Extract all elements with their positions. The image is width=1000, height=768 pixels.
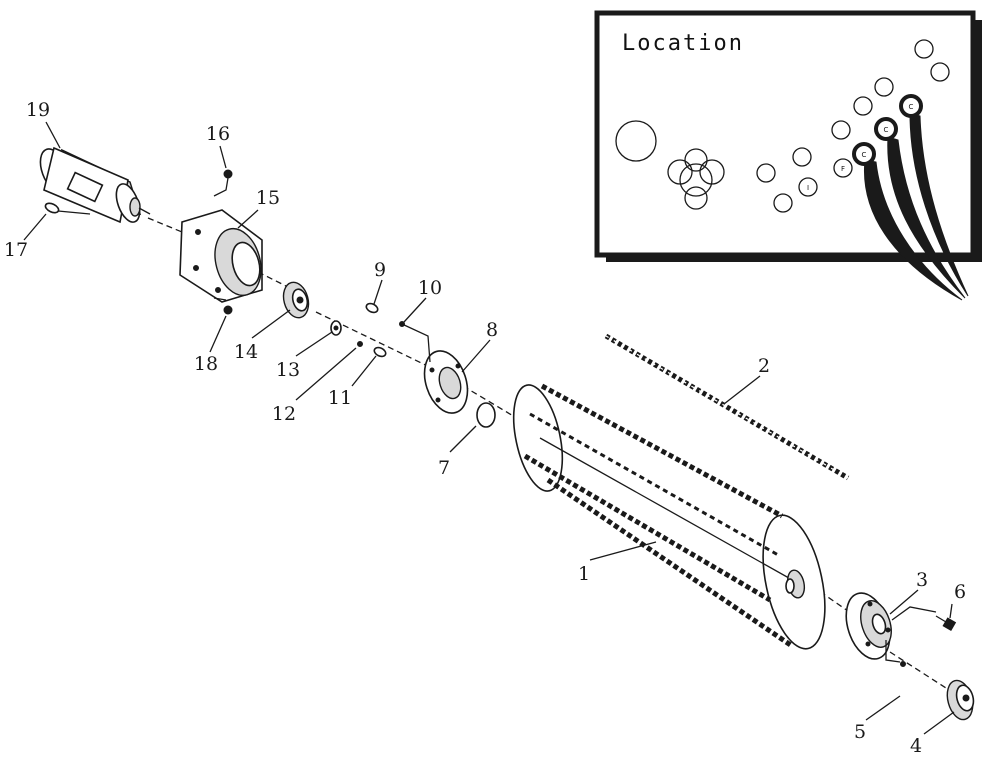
part-bolt-6: [935, 615, 957, 632]
location-inset: Location I F: [594, 10, 982, 301]
location-marker-c1: C: [862, 151, 867, 159]
callout-16: 16: [206, 123, 230, 145]
callout-13: 13: [276, 359, 300, 381]
part-motor: [39, 146, 151, 224]
callout-11: 11: [328, 387, 352, 409]
part-number-callouts: 1 2 3 4 5 6 7 8 9 10 11 12 13 14 15 16 1…: [4, 99, 966, 757]
location-marker-c2: C: [884, 126, 889, 134]
callout-17: 17: [4, 239, 28, 261]
part-housing: [179, 209, 263, 303]
leader-lines: [23, 121, 955, 735]
location-title: Location: [622, 31, 744, 56]
callout-3: 3: [916, 569, 928, 591]
callout-19: 19: [26, 99, 50, 121]
callout-5: 5: [854, 721, 866, 743]
location-marker-c3: C: [909, 103, 914, 111]
part-end-bearing-4: [946, 679, 975, 721]
callout-7: 7: [438, 457, 450, 479]
callout-15: 15: [256, 187, 280, 209]
callout-8: 8: [486, 319, 498, 341]
part-spiral-bar: [604, 333, 850, 481]
machine-layout-circles: [615, 39, 950, 213]
callout-18: 18: [194, 353, 218, 375]
part-reel-drum: [512, 383, 826, 650]
part-o-ring: [476, 402, 496, 428]
part-end-flange-3: [845, 592, 937, 663]
location-arrows: [852, 94, 969, 301]
small-hardware: [44, 169, 405, 358]
part-set-screw-5: [900, 661, 906, 667]
callout-1: 1: [578, 563, 590, 585]
callout-9: 9: [374, 259, 386, 281]
callout-10: 10: [418, 277, 442, 299]
part-bearing-14: [282, 281, 310, 319]
location-marker-f: F: [841, 165, 845, 173]
callout-6: 6: [954, 581, 966, 603]
location-marker-i: I: [807, 184, 809, 192]
callout-4: 4: [910, 735, 922, 757]
callout-2: 2: [758, 355, 770, 377]
callout-14: 14: [234, 341, 258, 363]
callout-12: 12: [272, 403, 296, 425]
part-flange-8: [401, 323, 469, 414]
